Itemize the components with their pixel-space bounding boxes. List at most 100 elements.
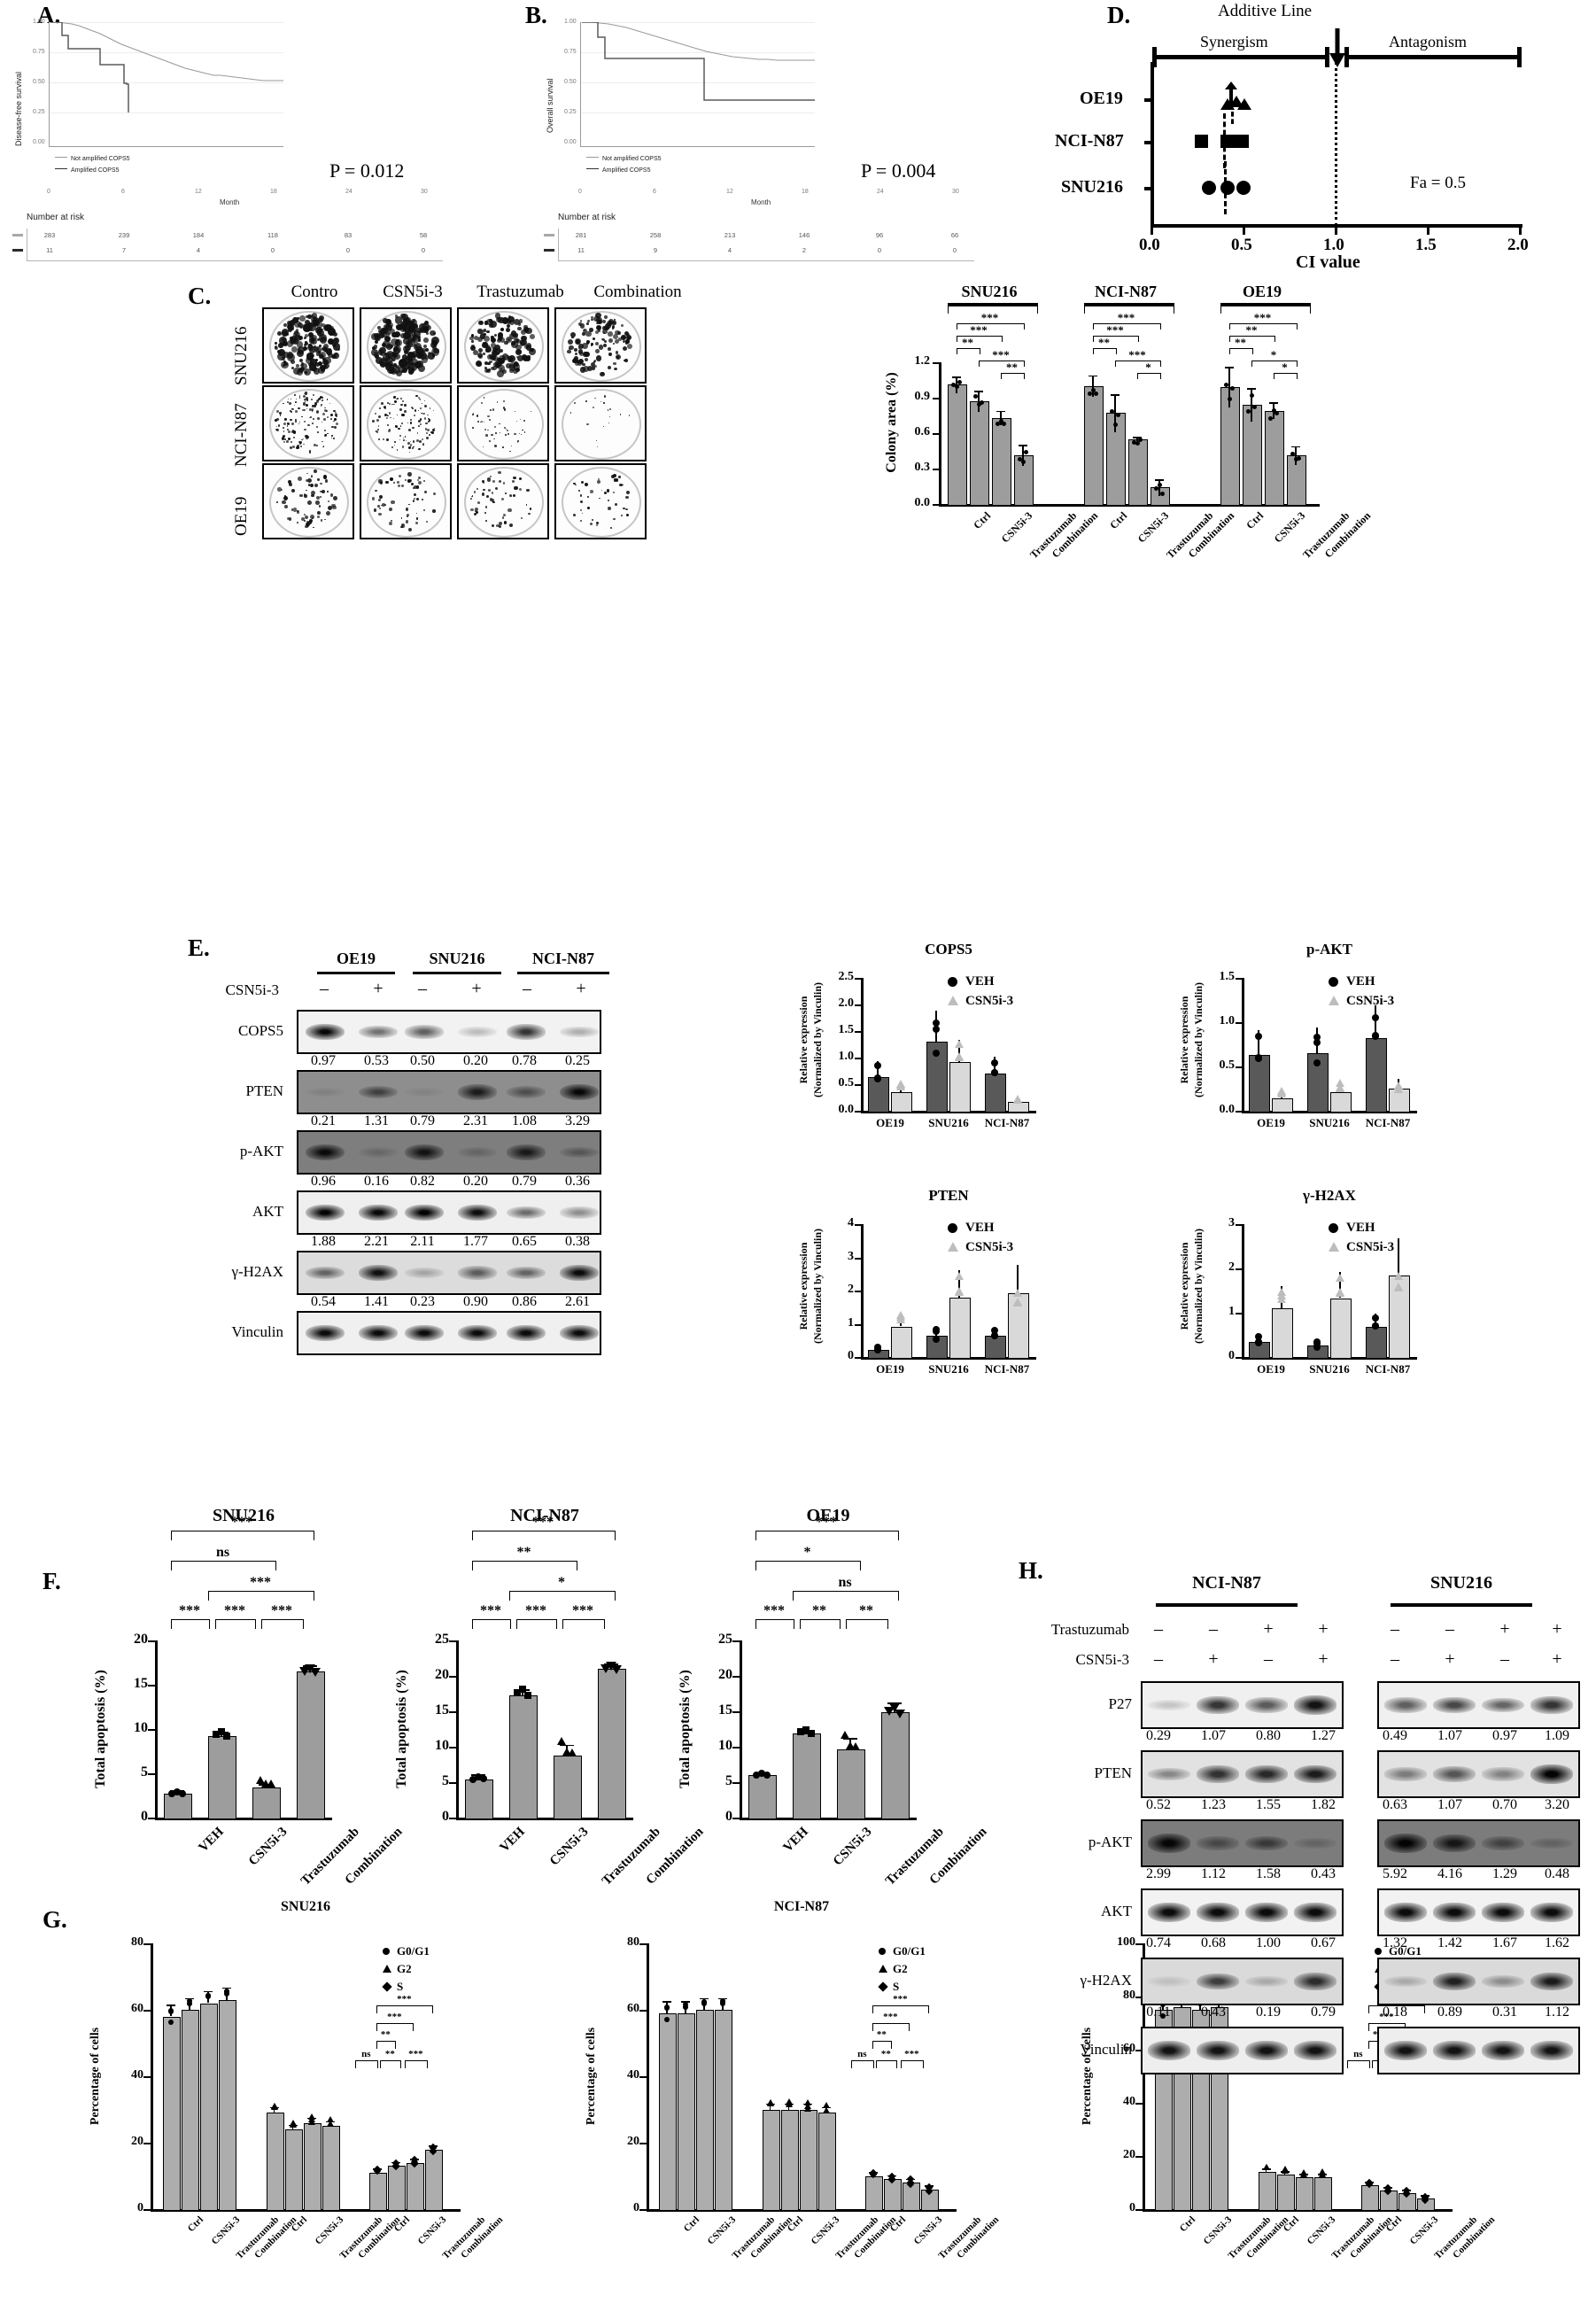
significance-mark: *: [1270, 348, 1277, 361]
colony-spot: [307, 331, 314, 338]
km-curves: [50, 22, 283, 112]
colony-spot: [335, 414, 338, 417]
colony-spot: [417, 338, 422, 342]
colony-spot: [415, 485, 420, 489]
colony-spot: [303, 409, 306, 412]
colony-spot: [514, 333, 519, 337]
y-tick-label: 0.75: [33, 49, 45, 55]
colony-spot: [283, 494, 286, 497]
colony-spot: [431, 340, 438, 346]
colony-spot: [277, 353, 285, 361]
colony-spot: [420, 407, 422, 409]
colony-spot: [472, 427, 475, 430]
colony-spot: [292, 317, 299, 324]
significance-mark: *: [1145, 361, 1151, 374]
colony-spot: [404, 410, 407, 413]
colony-spot: [507, 356, 514, 363]
colony-spot: [428, 418, 430, 420]
panel-h-header-snu216: SNU216: [1429, 1573, 1492, 1593]
csn5i3-sign: +: [1318, 1649, 1329, 1669]
colony-spot: [415, 360, 423, 368]
significance-bracket: [171, 1531, 314, 1540]
colony-spot: [278, 343, 283, 348]
colony-spot: [402, 326, 408, 332]
colony-spot: [304, 337, 307, 340]
data-point: [889, 1703, 900, 1713]
colony-spot: [405, 330, 413, 338]
colony-spot: [291, 360, 296, 364]
data-point-csn5i3: [1277, 1295, 1286, 1304]
colony-spot: [385, 480, 389, 485]
bar: [1287, 455, 1306, 506]
y-tick: [1144, 98, 1153, 102]
colony-spot: [522, 429, 523, 431]
colony-spot: [308, 346, 316, 353]
y-tick: [1135, 2209, 1143, 2211]
blot-band: [1197, 2041, 1239, 2060]
colony-spot: [319, 505, 322, 508]
colony-spot: [624, 330, 630, 336]
significance-mark: *: [1282, 361, 1288, 374]
significance-bracket: [376, 2023, 414, 2031]
colony-spot: [517, 326, 522, 331]
colony-spot: [305, 489, 307, 492]
data-point: [224, 1988, 229, 1994]
colony-spot: [318, 361, 323, 367]
panel-h-header-ncin87: NCI-N87: [1192, 1573, 1261, 1593]
data-point: [1318, 2171, 1326, 2178]
colony-spot: [497, 351, 500, 354]
risk-value: 0: [421, 246, 426, 254]
trastuzumab-sign: +: [1499, 1619, 1510, 1639]
colony-spot: [474, 513, 476, 516]
treatment-sign: –: [320, 979, 329, 998]
data-point: [758, 1770, 765, 1778]
colony-spot: [396, 324, 399, 329]
significance-bracket: [1137, 373, 1161, 379]
chart-title: NCI-N87: [773, 1899, 830, 1914]
risk-value: 4: [196, 246, 201, 254]
colony-spot: [608, 365, 612, 369]
significance-bracket: [755, 1561, 861, 1570]
blot-band: [1197, 1696, 1239, 1714]
colony-spot: [387, 415, 390, 417]
csn5i3-sign: –: [1500, 1649, 1509, 1669]
data-point: [785, 2098, 793, 2105]
colony-spot: [283, 422, 287, 426]
data-point: [307, 2118, 315, 2125]
colony-spot: [422, 438, 424, 440]
colony-spot: [430, 330, 436, 337]
blot-quant-value: 0.82: [410, 1174, 435, 1189]
colony-spot: [595, 439, 597, 441]
significance-mark: **: [1006, 361, 1018, 374]
colony-spot: [275, 428, 279, 431]
blot-band: [507, 1324, 546, 1342]
x-tick-label: 30: [952, 189, 959, 195]
colony-spot: [491, 350, 497, 355]
colony-spot: [575, 352, 578, 355]
colony-spot: [317, 431, 320, 433]
colony-spot: [582, 362, 585, 367]
y-tick-label: 15: [134, 1676, 148, 1691]
data-point: [1018, 457, 1022, 462]
colony-spot: [502, 407, 505, 409]
significance-mark: ***: [883, 2012, 898, 2022]
colony-spot: [309, 518, 314, 523]
colony-spot: [333, 420, 335, 423]
colony-spot: [425, 431, 428, 434]
data-point: [720, 1998, 725, 2004]
group-label-snu216: SNU216: [961, 283, 1018, 300]
colony-spot: [426, 436, 430, 439]
y-tick: [1236, 1066, 1242, 1068]
significance-mark: **: [1245, 323, 1258, 337]
significance-bracket: [1229, 323, 1298, 330]
risk-value: 0: [270, 246, 275, 254]
x-category-label: Ctrl: [1107, 509, 1130, 531]
colony-spot: [389, 329, 395, 335]
colony-spot: [625, 508, 629, 511]
colony-spot: [306, 523, 310, 527]
y-tick: [1236, 1022, 1242, 1024]
colony-spot: [591, 366, 596, 371]
bar: [284, 2129, 303, 2211]
risk-value: 2: [802, 246, 807, 254]
error-cap: [167, 2004, 175, 2007]
